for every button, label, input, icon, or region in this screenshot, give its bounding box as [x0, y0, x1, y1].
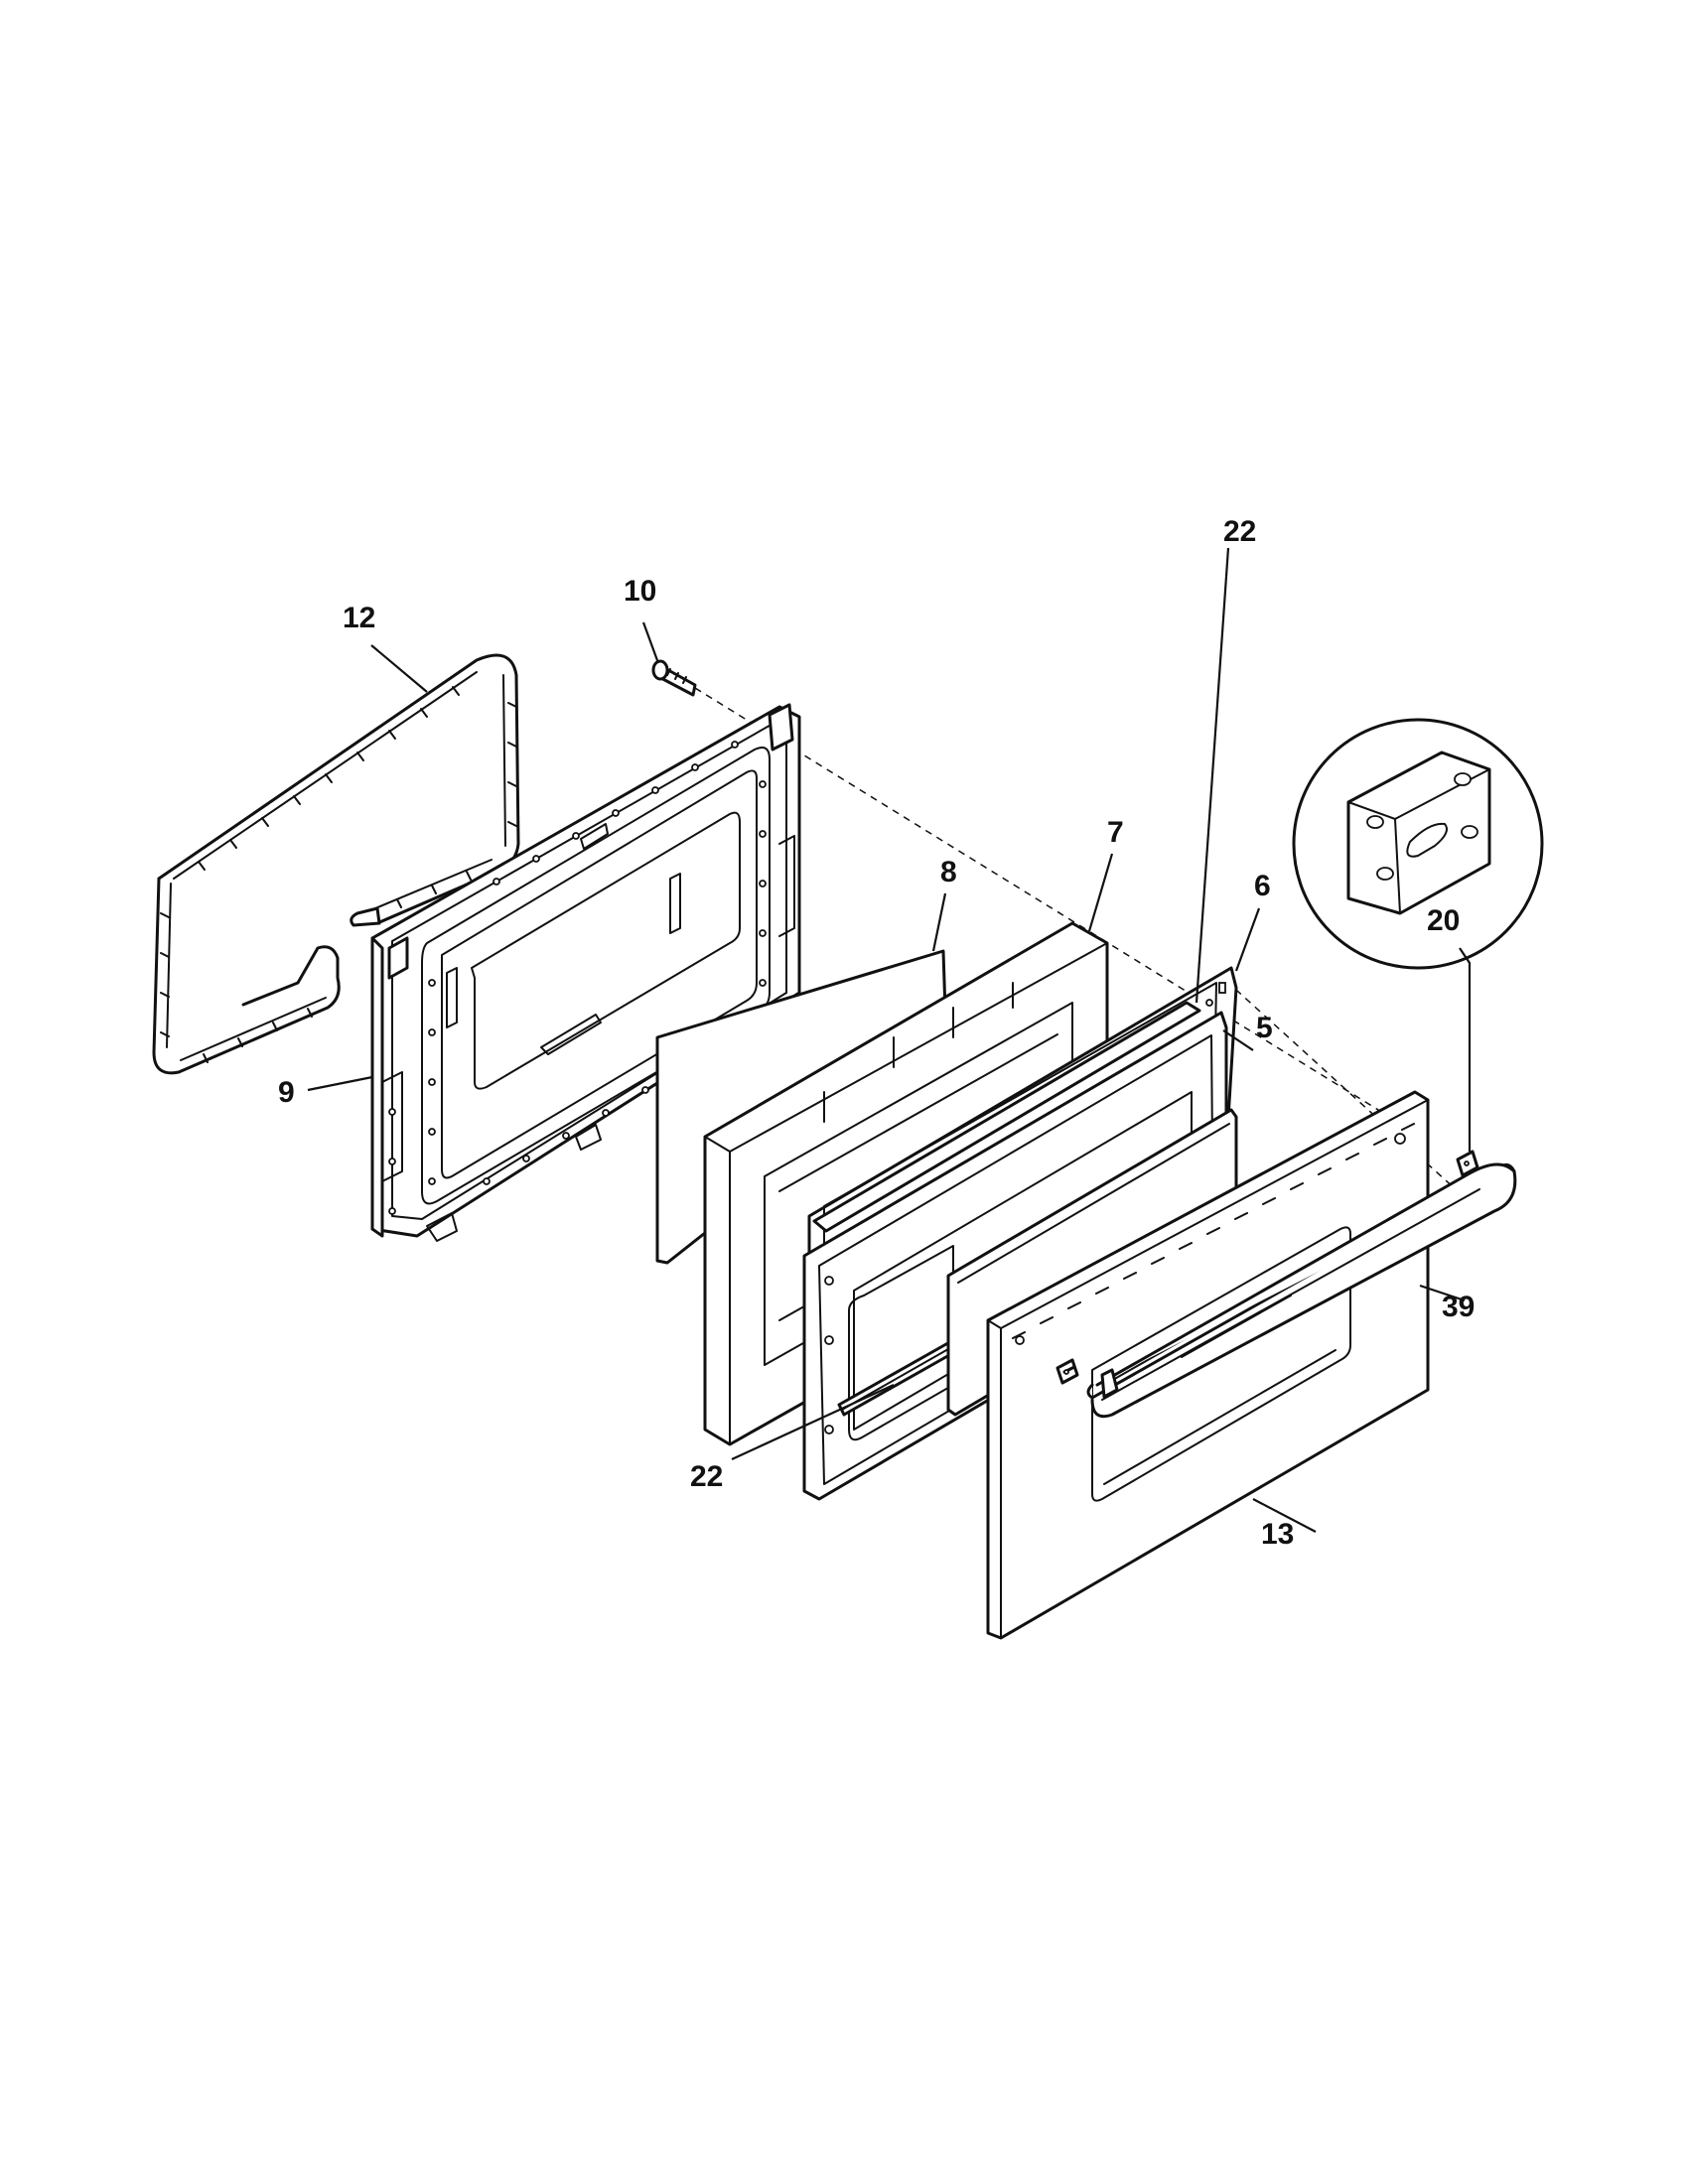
door-liner-part-9 — [370, 703, 801, 1242]
callout-9: 9 — [278, 1076, 295, 1109]
alignment-lines — [694, 687, 1480, 1212]
callout-12: 12 — [343, 602, 375, 634]
callouts: 12 10 9 8 7 6 22 5 22 20 39 13 — [278, 515, 1475, 1551]
callout-22-top: 22 — [1223, 515, 1256, 548]
door-gasket-part-12 — [152, 653, 520, 1075]
gasket-clips — [160, 686, 517, 1063]
liner-screw-holes — [388, 741, 767, 1215]
door-handle-part-39 — [1086, 1162, 1517, 1419]
callout-39: 39 — [1442, 1291, 1475, 1323]
callout-5: 5 — [1256, 1012, 1273, 1044]
callout-13: 13 — [1261, 1518, 1294, 1551]
leader-lines — [307, 547, 1472, 1533]
handle-end-caps — [1055, 1150, 1479, 1385]
callout-10: 10 — [624, 575, 656, 608]
screw-part-10 — [651, 659, 697, 697]
door-vent-slots — [1012, 1123, 1415, 1339]
callout-6: 6 — [1254, 870, 1271, 902]
callout-22-bottom: 22 — [690, 1460, 723, 1493]
detail-studs — [1366, 772, 1478, 881]
callout-20: 20 — [1427, 904, 1460, 937]
callout-8: 8 — [940, 856, 957, 888]
callout-7: 7 — [1107, 816, 1124, 849]
detail-view-part-20 — [1292, 718, 1544, 970]
